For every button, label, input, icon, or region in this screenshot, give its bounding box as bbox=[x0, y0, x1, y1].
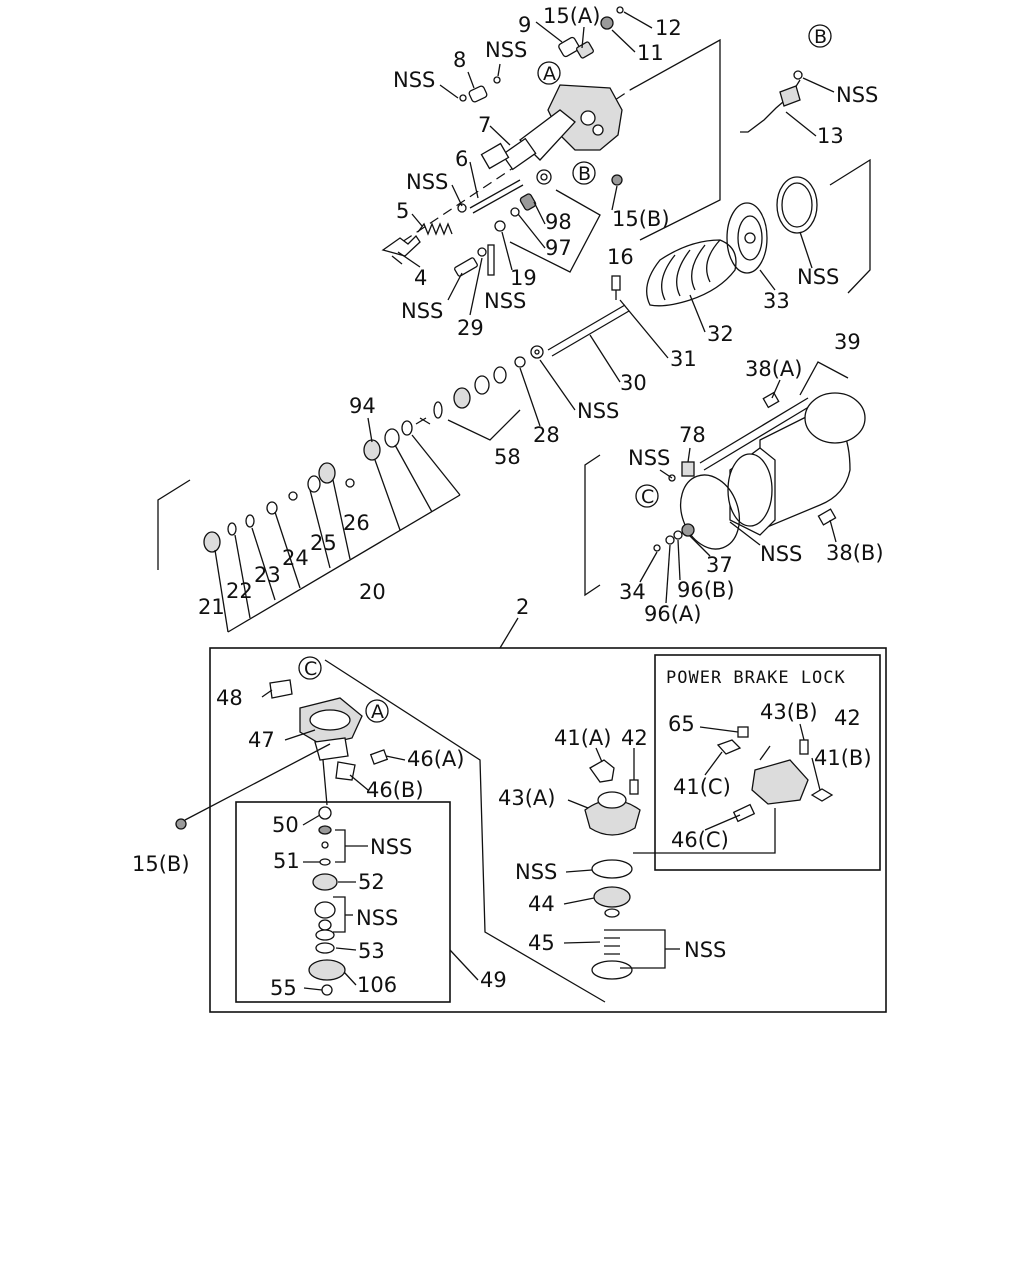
label-78: 78 bbox=[679, 423, 706, 447]
label-nss: NSS bbox=[836, 83, 878, 107]
label-98: 98 bbox=[545, 210, 572, 234]
label-9: 9 bbox=[518, 13, 531, 37]
label-26: 26 bbox=[343, 511, 370, 535]
label-58: 58 bbox=[494, 445, 521, 469]
label-ref-b: B bbox=[814, 26, 827, 48]
label-13: 13 bbox=[817, 124, 844, 148]
label-nss: NSS bbox=[370, 835, 412, 859]
label-ref-b: B bbox=[578, 163, 591, 185]
label-nss: NSS bbox=[684, 938, 726, 962]
label-47: 47 bbox=[248, 728, 275, 752]
label-41c: 41(C) bbox=[673, 775, 731, 799]
label-46b: 46(B) bbox=[366, 778, 424, 802]
leader-lines bbox=[261, 11, 837, 991]
label-38b: 38(B) bbox=[826, 541, 884, 565]
label-29: 29 bbox=[457, 316, 484, 340]
label-97: 97 bbox=[545, 236, 572, 260]
label-ref-c: C bbox=[641, 486, 654, 508]
brake-unit-group bbox=[175, 617, 887, 1013]
label-55: 55 bbox=[270, 976, 297, 1000]
label-43b: 43(B) bbox=[760, 700, 818, 724]
label-16: 16 bbox=[607, 245, 634, 269]
label-20: 20 bbox=[359, 580, 386, 604]
label-34: 34 bbox=[619, 580, 646, 604]
label-nss: NSS bbox=[797, 265, 839, 289]
label-nss: NSS bbox=[760, 542, 802, 566]
middle-piston-assembly bbox=[157, 345, 544, 633]
label-11: 11 bbox=[637, 41, 664, 65]
ref-b-marker bbox=[572, 161, 596, 185]
label-44: 44 bbox=[528, 892, 555, 916]
cylinder-assembly bbox=[584, 361, 866, 597]
label-94: 94 bbox=[349, 394, 376, 418]
label-5: 5 bbox=[396, 199, 409, 223]
label-22: 22 bbox=[226, 579, 253, 603]
ref-c-marker bbox=[298, 656, 322, 680]
label-45: 45 bbox=[528, 931, 555, 955]
label-4: 4 bbox=[414, 266, 427, 290]
label-nss: NSS bbox=[406, 170, 448, 194]
label-50: 50 bbox=[272, 813, 299, 837]
label-7: 7 bbox=[478, 113, 491, 137]
label-48: 48 bbox=[216, 686, 243, 710]
ref-a-marker bbox=[537, 61, 561, 85]
label-42: 42 bbox=[834, 706, 861, 730]
ref-b-marker bbox=[808, 24, 832, 48]
label-15b: 15(B) bbox=[612, 207, 670, 231]
label-8: 8 bbox=[453, 48, 466, 72]
label-24: 24 bbox=[282, 546, 309, 570]
label-31: 31 bbox=[670, 347, 697, 371]
label-49: 49 bbox=[480, 968, 507, 992]
label-46a: 46(A) bbox=[407, 747, 464, 771]
label-25: 25 bbox=[310, 531, 337, 555]
label-30: 30 bbox=[620, 371, 647, 395]
label-106: 106 bbox=[357, 973, 397, 997]
label-96a: 96(A) bbox=[644, 602, 701, 626]
label-ref-c: C bbox=[304, 658, 317, 680]
label-nss: NSS bbox=[485, 38, 527, 62]
label-38a: 38(A) bbox=[745, 357, 802, 381]
ref-c-marker bbox=[635, 484, 659, 508]
label-41a: 41(A) bbox=[554, 726, 611, 750]
label-37: 37 bbox=[706, 553, 733, 577]
label-23: 23 bbox=[254, 563, 281, 587]
label-53: 53 bbox=[358, 939, 385, 963]
label-nss: NSS bbox=[484, 289, 526, 313]
label-19: 19 bbox=[510, 266, 537, 290]
label-nss: NSS bbox=[577, 399, 619, 423]
label-12: 12 bbox=[655, 16, 682, 40]
label-42: 42 bbox=[621, 726, 648, 750]
label-nss: NSS bbox=[393, 68, 435, 92]
label-65: 65 bbox=[668, 712, 695, 736]
label-nss: NSS bbox=[628, 446, 670, 470]
label-28: 28 bbox=[533, 423, 560, 447]
callout-labels: 9 15(A) 12 11 8 NSS NSS A 7 B 6 NSS 5 4 … bbox=[132, 4, 884, 1000]
label-52: 52 bbox=[358, 870, 385, 894]
label-51: 51 bbox=[273, 849, 300, 873]
label-2: 2 bbox=[516, 595, 529, 619]
label-6: 6 bbox=[455, 147, 468, 171]
top-valve-assembly bbox=[381, 6, 871, 357]
label-15a: 15(A) bbox=[543, 4, 600, 28]
label-33: 33 bbox=[763, 289, 790, 313]
ref-a-marker bbox=[365, 699, 389, 723]
label-15b: 15(B) bbox=[132, 852, 190, 876]
label-nss: NSS bbox=[515, 860, 557, 884]
label-43a: 43(A) bbox=[498, 786, 555, 810]
label-nss: NSS bbox=[356, 906, 398, 930]
label-41b: 41(B) bbox=[814, 746, 872, 770]
label-nss: NSS bbox=[401, 299, 443, 323]
label-32: 32 bbox=[707, 322, 734, 346]
label-21: 21 bbox=[198, 595, 225, 619]
label-ref-a: A bbox=[543, 63, 556, 85]
label-ref-a: A bbox=[371, 701, 384, 723]
label-96b: 96(B) bbox=[677, 578, 735, 602]
label-39: 39 bbox=[834, 330, 861, 354]
label-46c: 46(C) bbox=[671, 828, 729, 852]
power-brake-lock-title: POWER BRAKE LOCK bbox=[666, 668, 846, 688]
